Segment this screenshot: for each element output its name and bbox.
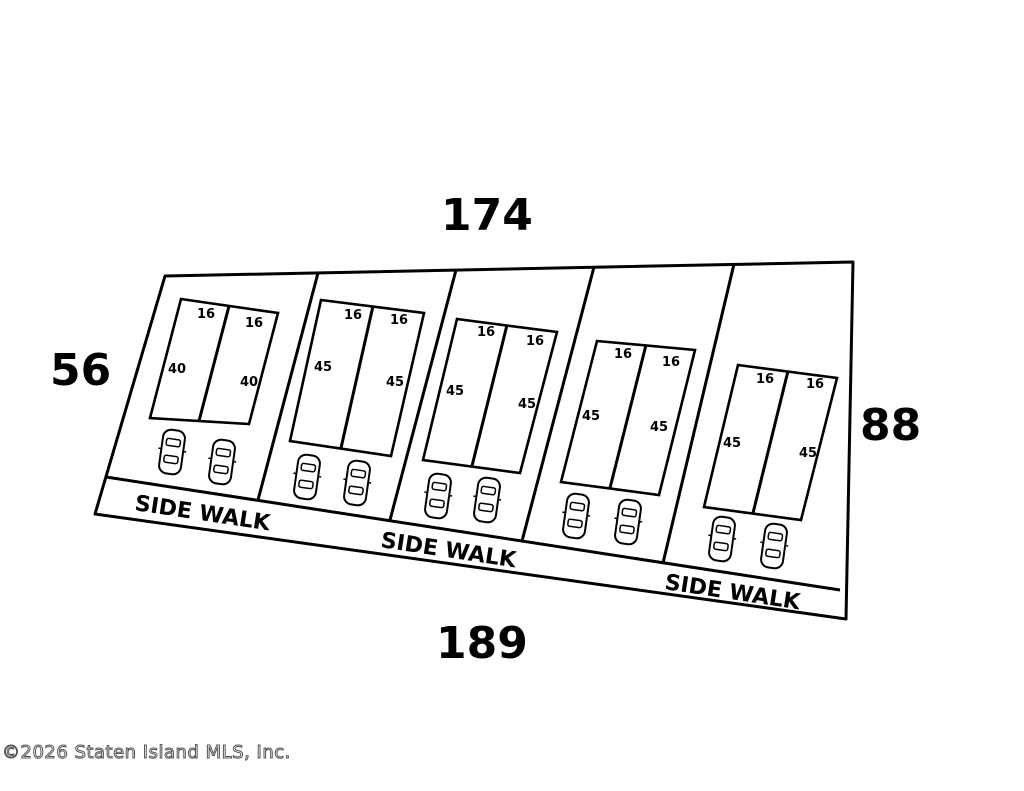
dimension-bottom: 189 — [436, 618, 528, 669]
sidewalk-label: SIDE WALK — [663, 570, 802, 615]
unit-width-label: 16 — [614, 347, 632, 362]
car-top-view-icon — [614, 498, 643, 546]
car-top-view-icon — [158, 428, 187, 476]
unit-depth-label: 40 — [240, 375, 258, 390]
dimension-left: 56 — [50, 345, 111, 396]
car-top-view-icon — [424, 472, 453, 520]
unit-divider — [751, 370, 790, 514]
unit-width-label: 16 — [344, 308, 362, 323]
lot: 16 45 16 45 — [559, 339, 697, 497]
unit-depth-label: 45 — [386, 375, 404, 390]
lot-divider — [256, 272, 320, 501]
unit-depth-label: 45 — [446, 384, 464, 399]
unit-depth-label: 45 — [582, 409, 600, 424]
dimension-top: 174 — [441, 190, 533, 241]
unit-divider — [197, 305, 231, 422]
unit-width-label: 16 — [756, 372, 774, 387]
unit-width-label: 16 — [662, 355, 680, 370]
cars-layer — [158, 428, 789, 570]
unit-depth-label: 45 — [314, 360, 332, 375]
car-top-view-icon — [208, 438, 237, 486]
lot: 16 45 16 45 — [288, 298, 426, 458]
car-top-view-icon — [760, 522, 789, 570]
lots-layer: 16 40 16 40 16 45 16 45 16 45 16 45 16 45 16 45 16 45 16 45 — [148, 297, 839, 522]
sidewalk-label: SIDE WALK — [379, 528, 518, 573]
car-top-view-icon — [343, 459, 372, 507]
unit-depth-label: 45 — [799, 446, 817, 461]
car-top-view-icon — [473, 476, 502, 524]
unit-width-label: 16 — [245, 316, 263, 331]
lot-divider — [520, 266, 596, 542]
unit-depth-label: 45 — [650, 420, 668, 435]
unit-width-label: 16 — [390, 313, 408, 328]
car-top-view-icon — [708, 515, 737, 563]
unit-width-label: 16 — [526, 334, 544, 349]
car-top-view-icon — [293, 453, 322, 501]
unit-divider — [470, 324, 509, 467]
unit-divider — [339, 305, 375, 449]
unit-depth-label: 45 — [723, 436, 741, 451]
unit-width-label: 16 — [477, 325, 495, 340]
unit-depth-label: 40 — [168, 362, 186, 377]
lot: 16 45 16 45 — [421, 317, 559, 475]
lot: 16 40 16 40 — [148, 297, 280, 426]
dimension-right: 88 — [860, 400, 921, 451]
property-outline — [93, 260, 855, 621]
copyright-watermark: ©2026 Staten Island MLS, Inc. — [2, 742, 291, 764]
unit-width-label: 16 — [197, 307, 215, 322]
unit-width-label: 16 — [806, 377, 824, 392]
car-top-view-icon — [562, 492, 591, 540]
sidewalk-line — [105, 475, 841, 592]
unit-depth-label: 45 — [518, 397, 536, 412]
lot-divider — [388, 269, 458, 521]
lot: 16 45 16 45 — [702, 363, 839, 522]
unit-divider — [608, 344, 648, 489]
lot-divider — [661, 263, 736, 564]
